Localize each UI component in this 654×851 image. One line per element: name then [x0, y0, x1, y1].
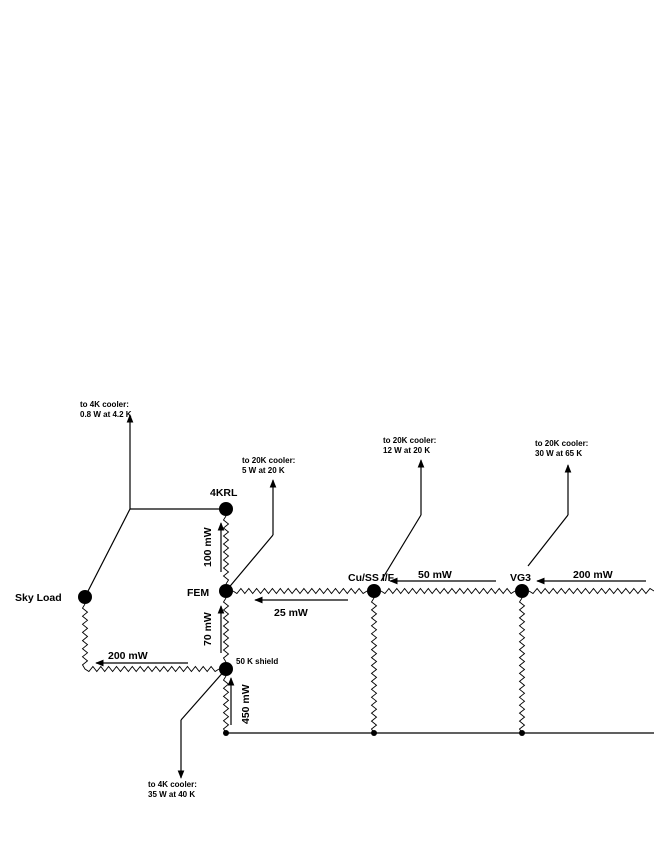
link-skyload-shield — [83, 604, 220, 672]
cooler-4k-top-line2: 0.8 W at 4.2 K — [80, 410, 132, 419]
cooler-4k-top-line1: to 4K cooler: — [80, 400, 129, 409]
link-vg3-baseline — [520, 598, 525, 733]
node-fem — [219, 584, 233, 598]
link-shield-baseline — [224, 676, 229, 733]
wire-fem-to-20k — [226, 535, 273, 591]
cooler-4k-bottom-line1: to 4K cooler: — [148, 780, 197, 789]
thermal-links — [83, 516, 654, 733]
label-4krl: 4KRL — [210, 487, 238, 499]
flow-label-200mw-right: 200 mW — [573, 569, 613, 581]
link-cuss-vg3 — [381, 589, 515, 594]
flow-labels: 100 mW 70 mW 450 mW 25 mW 50 mW 200 mW 2… — [108, 527, 613, 724]
flow-label-200mw-left: 200 mW — [108, 650, 148, 662]
label-50k-shield: 50 K shield — [236, 657, 278, 666]
nodes — [78, 502, 529, 736]
link-cuss-baseline — [372, 598, 377, 733]
flow-label-70mw: 70 mW — [202, 612, 214, 646]
node-4krl — [219, 502, 233, 516]
junction-dot-right — [519, 730, 525, 736]
flow-label-25mw: 25 mW — [274, 607, 308, 619]
flow-arrows — [96, 523, 646, 725]
cooler-20k-cuss-line2: 12 W at 20 K — [383, 446, 430, 455]
link-vg3-right — [529, 589, 654, 594]
wire-skyload-to-junction — [85, 509, 130, 597]
link-fem-shield — [224, 598, 229, 662]
node-cuss-if — [367, 584, 381, 598]
label-cuss-if: Cu/SS I/F — [348, 572, 395, 584]
node-sky-load — [78, 590, 92, 604]
node-vg3 — [515, 584, 529, 598]
node-50k-shield — [219, 662, 233, 676]
cooler-20k-vg3-line1: to 20K cooler: — [535, 439, 588, 448]
label-sky-load: Sky Load — [15, 592, 62, 604]
label-fem: FEM — [187, 587, 209, 599]
wire-vg3-to-20k — [528, 515, 568, 566]
cooler-20k-vg3-line2: 30 W at 65 K — [535, 449, 582, 458]
cooler-20k-fem-line1: to 20K cooler: — [242, 456, 295, 465]
cooler-20k-cuss-line1: to 20K cooler: — [383, 436, 436, 445]
flow-label-50mw: 50 mW — [418, 569, 452, 581]
junction-dot-middle — [371, 730, 377, 736]
cooler-4k-bottom-line2: 35 W at 40 K — [148, 790, 195, 799]
label-vg3: VG3 — [510, 572, 531, 584]
link-4krl-fem — [224, 516, 229, 584]
link-fem-cuss — [233, 589, 367, 594]
cooler-20k-fem-line2: 5 W at 20 K — [242, 466, 285, 475]
junction-dot-left — [223, 730, 229, 736]
flow-label-450mw: 450 mW — [240, 684, 252, 724]
straight-wires — [85, 509, 654, 733]
wire-shield-to-4k — [181, 669, 226, 720]
flow-label-100mw: 100 mW — [202, 527, 214, 567]
